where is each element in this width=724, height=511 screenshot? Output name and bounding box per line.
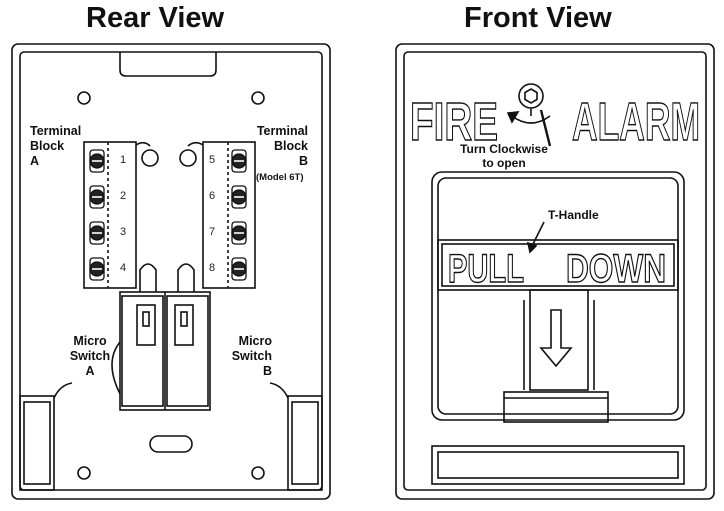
- bracket-a: [135, 141, 151, 147]
- micro-switch-b-face: [166, 295, 209, 407]
- screw-2: [89, 185, 105, 209]
- label-line: Terminal: [256, 124, 308, 138]
- rear-plate-inner: [19, 51, 323, 491]
- rear-center-hole-left: [141, 149, 159, 167]
- screw-3: [89, 221, 105, 245]
- screw-5: [231, 149, 247, 173]
- alarm-sign-text: ALARM: [572, 92, 700, 152]
- terminal-block-b-label: Terminal Block B: [236, 124, 308, 169]
- screw-8: [231, 257, 247, 281]
- front-view-drawing: [395, 43, 715, 500]
- hex-key-ring: [518, 83, 544, 109]
- micro-switch-a-tab: [136, 304, 156, 346]
- rear-slot-hole: [149, 435, 193, 453]
- label-line: to open: [482, 156, 526, 170]
- micro-switch-a-tab-slot: [142, 311, 150, 327]
- label-line: Switch: [69, 349, 111, 363]
- rear-hole-top-right: [251, 91, 265, 105]
- label-line: Micro: [238, 334, 272, 348]
- micro-switch-a-label: Micro Switch A: [62, 334, 118, 379]
- label-line: B: [262, 364, 272, 378]
- screw-1: [89, 149, 105, 173]
- rear-right-foot: [287, 395, 323, 491]
- terminal-block-a-label: Terminal Block A: [30, 124, 81, 169]
- rear-center-hole-right: [179, 149, 197, 167]
- screw-6: [231, 185, 247, 209]
- hex-key-hex: [524, 88, 538, 104]
- rear-right-foot-inner: [291, 401, 319, 485]
- rear-left-foot: [19, 395, 55, 491]
- terminal-number: 4: [120, 262, 127, 274]
- rear-right-foot-curve: [269, 382, 289, 399]
- rear-view-drawing: [11, 43, 331, 500]
- rear-hole-top-left: [77, 91, 91, 105]
- micro-switch-b-tab: [174, 304, 194, 346]
- label-line: Block: [30, 139, 65, 153]
- screw-7: [231, 221, 247, 245]
- terminal-number: 5: [209, 154, 216, 166]
- micro-switch-b-tab-slot: [180, 311, 188, 327]
- rear-left-foot-inner: [23, 401, 51, 485]
- t-handle-label: T-Handle: [548, 208, 599, 222]
- label-line: B: [298, 154, 308, 168]
- terminal-number: 2: [120, 190, 127, 202]
- bracket-b: [187, 141, 204, 147]
- terminal-number: 6: [209, 190, 216, 202]
- turn-arrow-head: [506, 111, 520, 124]
- micro-switch-left-curve: [111, 341, 121, 395]
- t-handle-bar-inner: [441, 243, 675, 287]
- terminal-block-b-body: [202, 141, 256, 289]
- down-text: DOWN: [566, 247, 666, 291]
- front-bottom-slot-outer: [431, 445, 685, 485]
- terminal-block-a-body: [83, 141, 137, 289]
- terminal-number: 8: [209, 262, 216, 274]
- front-window-inner: [437, 177, 679, 415]
- t-handle-base: [503, 391, 609, 423]
- pull-text: PULL: [448, 247, 524, 291]
- screw-4: [89, 257, 105, 281]
- label-line: Micro: [73, 334, 107, 348]
- wire-to-block-b: [177, 263, 195, 292]
- label-line: Turn Clockwise: [460, 142, 548, 156]
- terminal-screws: [89, 149, 247, 281]
- label-line: Block: [273, 139, 308, 153]
- model-note: (Model 6T): [256, 172, 304, 183]
- front-plate-inner: [403, 51, 707, 491]
- front-bottom-slot-inner: [437, 451, 679, 479]
- front-plate-outer: [395, 43, 715, 500]
- t-handle-leader: [531, 221, 545, 247]
- label-line: A: [85, 364, 95, 378]
- turn-note-leader: [539, 109, 552, 147]
- label-line: A: [30, 154, 40, 168]
- micro-switch-b-label: Micro Switch B: [224, 334, 272, 379]
- rear-top-notch: [119, 52, 217, 77]
- rear-view-title: Rear View: [86, 2, 225, 34]
- fire-sign-text: FIRE: [410, 92, 498, 152]
- down-arrow-icon: [539, 309, 573, 368]
- micro-switch-a-face: [121, 295, 164, 407]
- rear-hole-bottom-left: [77, 466, 91, 480]
- t-handle-stem: [529, 289, 589, 391]
- label-line: Switch: [231, 349, 272, 363]
- t-handle-leader-head: [526, 241, 538, 254]
- terminal-number: 1: [120, 154, 127, 166]
- label-line: Terminal: [30, 124, 82, 138]
- rear-plate-outer: [11, 43, 331, 500]
- wire-to-block-a: [139, 263, 157, 292]
- front-window-outer: [431, 171, 685, 421]
- terminal-number: 3: [120, 226, 127, 238]
- terminal-number: 7: [209, 226, 216, 238]
- turn-clockwise-note: Turn Clockwise to open: [440, 142, 568, 170]
- rear-left-foot-curve: [53, 382, 73, 399]
- rear-hole-bottom-right: [251, 466, 265, 480]
- front-view-title: Front View: [464, 2, 612, 34]
